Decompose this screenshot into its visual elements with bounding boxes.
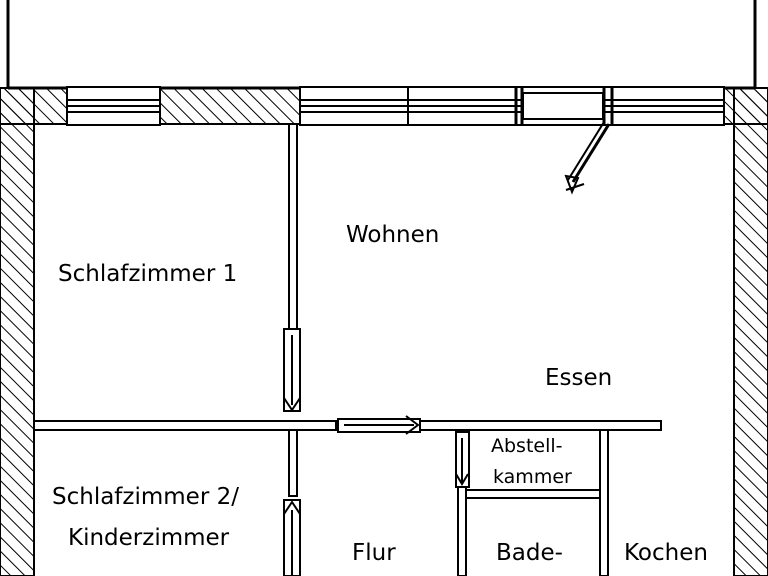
label-wohnen: Wohnen (346, 222, 439, 248)
label-schlafzimmer2-1: Schlafzimmer 2/ (52, 484, 239, 510)
window-schlafzimmer1 (66, 86, 161, 126)
door-schlafzimmer1 (283, 328, 301, 412)
label-schlafzimmer1: Schlafzimmer 1 (58, 261, 237, 287)
interior-walls (33, 123, 662, 576)
label-essen: Essen (545, 365, 612, 391)
door-flur-wohnen (337, 415, 421, 435)
label-abstellkammer-1: Abstell- (491, 435, 563, 457)
label-abstellkammer-2: kammer (493, 466, 572, 488)
door-schlafzimmer2 (283, 499, 301, 576)
label-bad: Bade- (496, 540, 563, 566)
balcony-outline (6, 0, 757, 90)
label-flur: Flur (352, 540, 396, 566)
label-kochen: Kochen (624, 540, 708, 566)
balcony-door-swing (564, 121, 611, 195)
door-abstellkammer (455, 431, 470, 488)
label-schlafzimmer2-2: Kinderzimmer (68, 525, 230, 551)
window-wohnen (299, 86, 725, 126)
